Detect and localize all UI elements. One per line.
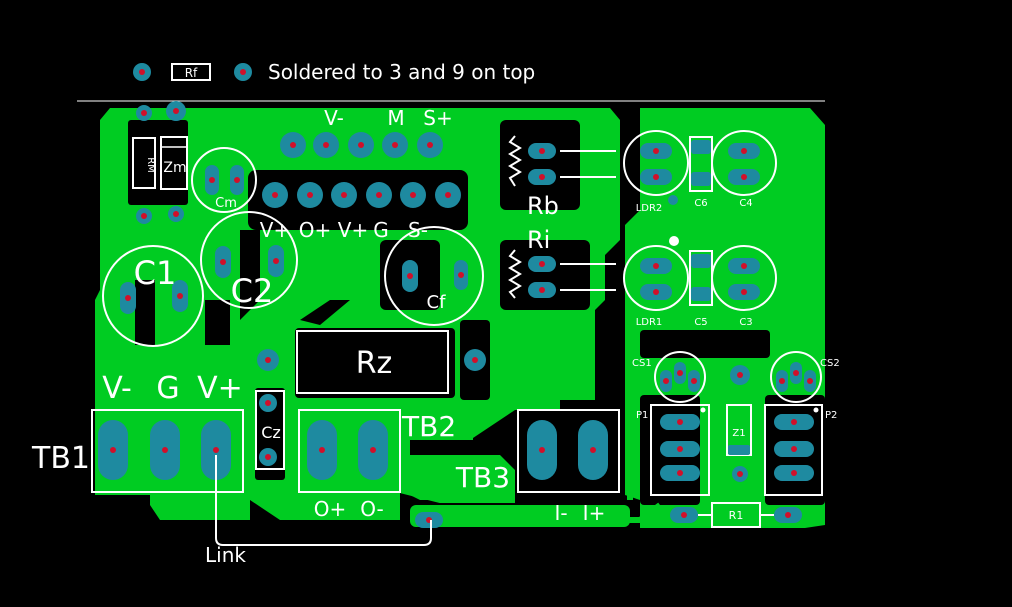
tb2-terminal: TB2 O+ O-	[298, 409, 456, 521]
tb1-pin-v-plus: V+	[197, 371, 243, 406]
c1-label: C1	[134, 254, 177, 292]
cm-capacitor: Cm	[191, 147, 257, 213]
legend-drill-left	[139, 69, 145, 75]
legend-drill-right	[240, 69, 246, 75]
cf-label: Cf	[427, 292, 447, 313]
ldr2-label: LDR2	[636, 203, 663, 214]
ri-label: Ri	[527, 226, 550, 254]
tb3-terminal: TB3 I- I+	[455, 409, 620, 525]
top-legend: Rf Soldered to 3 and 9 on top	[133, 60, 535, 84]
c5-label: C5	[694, 317, 707, 328]
ldr1-c5-c3: LDR1 C5 C3	[623, 236, 777, 328]
header-top-v-minus: V-	[324, 106, 344, 130]
rm-zm-group: RM Zm	[132, 101, 188, 224]
c2-capacitor: C2	[200, 211, 298, 310]
header-top: V- M S+	[280, 106, 453, 158]
rm-label: RM	[145, 157, 156, 173]
header-mid-v-plus-2: V+	[338, 218, 368, 242]
top-note: Soldered to 3 and 9 on top	[268, 60, 535, 84]
header-mid-o-plus: O+	[299, 218, 332, 242]
c6-label: C6	[694, 198, 707, 209]
z1-label: Z1	[732, 428, 745, 439]
tb3-pin-i-minus: I-	[554, 501, 567, 525]
copper-traces	[399, 222, 662, 523]
zm-label: Zm	[163, 160, 186, 176]
rz-label: Rz	[356, 346, 393, 381]
tb3-pin-i-plus: I+	[583, 501, 606, 525]
p1-z1-p2: P1 Z1 P2	[636, 404, 837, 496]
tb1-label: TB1	[31, 441, 90, 476]
tb2-label: TB2	[401, 410, 456, 443]
cs1-label: CS1	[632, 358, 652, 369]
header-mid-v-plus: V+	[260, 218, 290, 242]
p1-label: P1	[636, 410, 648, 421]
r1-label: R1	[729, 509, 744, 522]
ldr1-label: LDR1	[636, 317, 663, 328]
cz-label: Cz	[261, 423, 281, 442]
tb1-pin-g: G	[156, 371, 179, 406]
rz-resistor: Rz	[257, 330, 486, 394]
header-mid-g: G	[373, 218, 389, 242]
cf-capacitor: Cf	[384, 226, 484, 326]
link-wire: Link	[205, 455, 443, 567]
cz-capacitor: Cz	[255, 390, 285, 470]
tb2-pin-o-plus: O+	[314, 497, 347, 521]
rb-ri-resistors: Rb Ri	[508, 135, 616, 299]
r1-resistor: R1	[670, 502, 802, 528]
tb3-label: TB3	[455, 461, 510, 494]
rf-label: Rf	[185, 66, 198, 80]
p2-label: P2	[825, 410, 837, 421]
header-top-s-plus: S+	[423, 106, 452, 130]
cs2-label: CS2	[820, 358, 840, 369]
cm-label: Cm	[215, 196, 237, 211]
rb-label: Rb	[527, 192, 559, 220]
ldr2-c6-c4: LDR2 C6 C4	[623, 130, 777, 214]
tb1-pin-v-minus: V-	[102, 371, 132, 406]
c2-label: C2	[231, 272, 274, 310]
c3-label: C3	[739, 317, 752, 328]
rf-outline	[171, 63, 211, 81]
cs1-cs2: CS1 CS2	[632, 351, 840, 403]
header-mid: V+ O+ V+ G S-	[260, 182, 461, 242]
link-label: Link	[205, 543, 246, 567]
c4-label: C4	[739, 198, 752, 209]
c1-capacitor: C1	[102, 245, 204, 347]
header-top-m: M	[387, 106, 404, 130]
tb2-pin-o-minus: O-	[360, 497, 384, 521]
tb1-terminal: V- G V+ TB1	[31, 371, 244, 493]
